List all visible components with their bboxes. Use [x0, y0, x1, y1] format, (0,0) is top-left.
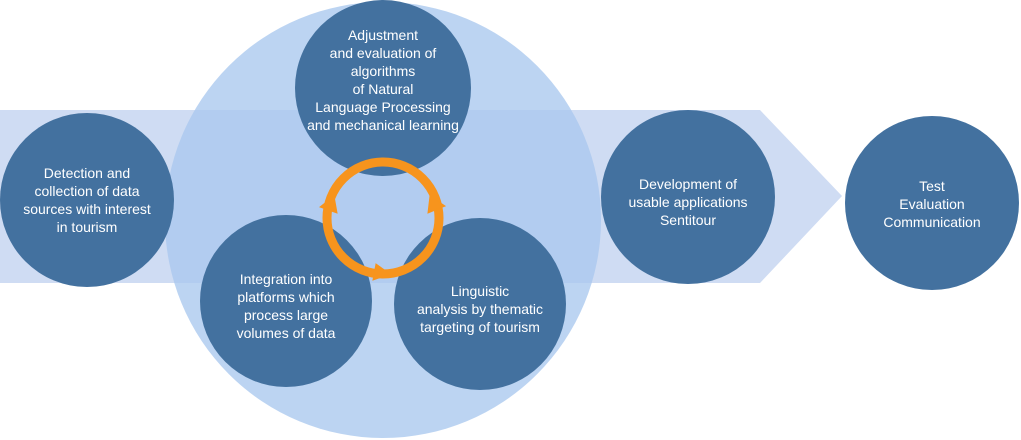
node-integration [200, 215, 372, 387]
node-detection-label: Detection and collection of data sources… [23, 165, 151, 235]
cycle-arrowhead-right [427, 195, 447, 214]
node-integration-label: Integration into platforms which process… [236, 271, 336, 341]
cycle-arrowhead-bottom [372, 263, 392, 281]
node-adjustment-label: Adjustment and evaluation of algorithms … [307, 27, 459, 133]
cycle-arrowhead-left [318, 195, 338, 214]
node-test-label: Test Evaluation Communication [883, 178, 981, 230]
node-development-label: Development of usable applications Senti… [628, 176, 748, 228]
node-linguistic [394, 218, 566, 390]
node-adjustment [295, 0, 471, 176]
node-development [601, 110, 775, 284]
node-linguistic-label: Linguistic analysis by thematic targetin… [416, 283, 544, 335]
node-test [845, 116, 1019, 290]
node-detection [0, 113, 174, 287]
